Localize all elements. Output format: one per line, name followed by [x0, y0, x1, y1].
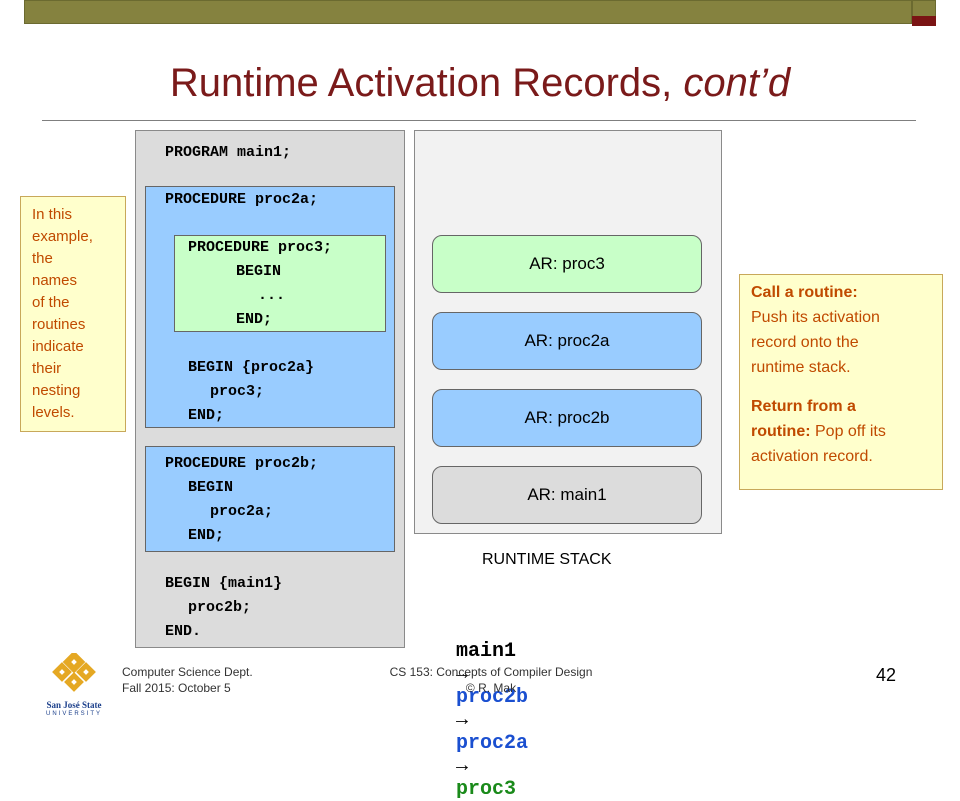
chain-arrow-icon: → [456, 755, 469, 778]
code-proc2a-decl: PROCEDURE proc2a; [165, 191, 319, 208]
ar-main1: AR: main1 [432, 466, 702, 524]
call-return-note: Call a routine: Push its activation reco… [739, 274, 943, 490]
call-chain: main1 → proc2b → proc2a → proc3 [432, 617, 528, 801]
chain-item-proc2b: proc2b [456, 686, 529, 709]
code-proc2a-call: proc3; [210, 383, 265, 400]
call-text-line: Push its activation [751, 309, 880, 326]
title-emphasis: cont’d [683, 61, 791, 105]
code-proc3-begin: BEGIN [236, 263, 282, 280]
call-heading: Call a routine: [751, 284, 858, 301]
ar-proc2a: AR: proc2a [432, 312, 702, 370]
sjsu-logo-icon [52, 650, 96, 692]
proc3-block [174, 235, 386, 332]
nesting-note-line: of the [32, 294, 70, 311]
nesting-note-line: routines [32, 316, 86, 333]
ar-proc3: AR: proc3 [432, 235, 702, 293]
title-main: Runtime Activation Records, [169, 61, 673, 105]
logo-name: San José State [46, 700, 102, 710]
return-text-line: activation record. [751, 448, 873, 465]
footer-left: Computer Science Dept. Fall 2015: Octobe… [122, 664, 253, 696]
slide-title: Runtime Activation Records, cont’d [40, 58, 920, 108]
code-main-end: END. [165, 623, 202, 640]
nesting-note-line: their [32, 360, 62, 377]
nesting-note-line: In this [32, 206, 73, 223]
code-proc2b-call: proc2a; [210, 503, 274, 520]
top-decor-accent [912, 16, 936, 26]
nesting-note-line: the [32, 250, 53, 267]
chain-item-proc2a: proc2a [456, 732, 529, 755]
sjsu-logo: San José State UNIVERSITY [43, 650, 105, 717]
call-text-line: runtime stack. [751, 359, 851, 376]
call-text-line: record onto the [751, 334, 859, 351]
footer-center: CS 153: Concepts of Compiler Design © R.… [360, 664, 622, 696]
runtime-stack-label: RUNTIME STACK [482, 551, 612, 568]
code-proc2b-end: END; [188, 527, 225, 544]
top-decor-bar [24, 0, 912, 24]
code-main-call: proc2b; [188, 599, 252, 616]
chain-item-main1: main1 [456, 640, 517, 663]
footer-course: CS 153: Concepts of Compiler Design [389, 665, 593, 679]
code-main-begin: BEGIN {main1} [165, 575, 283, 592]
nesting-note-line: levels. [32, 404, 75, 421]
title-rule [42, 120, 916, 121]
footer-author: © R. Mak [465, 681, 517, 695]
code-program: PROGRAM main1; [165, 144, 292, 161]
code-proc3-decl: PROCEDURE proc3; [188, 239, 333, 256]
code-proc3-end: END; [236, 311, 273, 328]
ar-proc2b: AR: proc2b [432, 389, 702, 447]
nesting-note: In this example, the names of the routin… [20, 196, 126, 432]
return-heading: Return from a [751, 398, 856, 415]
nesting-note-line: names [32, 272, 78, 289]
return-line: routine: Pop off its [751, 419, 942, 444]
nesting-note-line: example, [32, 228, 93, 245]
chain-item-proc3: proc3 [456, 778, 517, 801]
code-proc2a-begin: BEGIN {proc2a} [188, 359, 315, 376]
return-heading-cont: routine: [751, 423, 811, 440]
code-proc2b-begin: BEGIN [188, 479, 234, 496]
chain-arrow-icon: → [456, 709, 469, 732]
code-proc2a-end: END; [188, 407, 225, 424]
code-proc2b-decl: PROCEDURE proc2b; [165, 455, 319, 472]
logo-university: UNIVERSITY [45, 711, 102, 717]
chain-arrow-icon: → [456, 663, 469, 686]
nesting-note-line: nesting [32, 382, 81, 399]
return-text: Pop off its [810, 423, 886, 440]
footer-term: Fall 2015: October 5 [122, 681, 231, 695]
proc2b-block [145, 446, 395, 552]
page-number: 42 [876, 665, 897, 685]
nesting-note-line: indicate [32, 338, 84, 355]
code-proc3-body: ... [258, 287, 286, 304]
note-spacer [751, 380, 942, 394]
footer-dept: Computer Science Dept. [122, 665, 253, 679]
